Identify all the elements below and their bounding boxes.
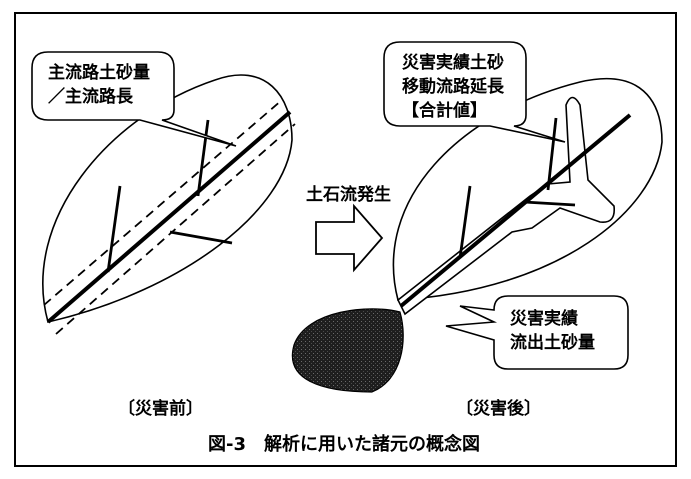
sediment-deposit-blob — [291, 308, 404, 393]
figure-caption: 図-3 解析に用いた諸元の概念図 — [208, 434, 480, 455]
watershed-before — [42, 74, 293, 323]
main-channel-before — [46, 110, 292, 324]
callout-after-top-line3: 【合計値】 — [402, 101, 487, 121]
tributaries-after — [458, 117, 576, 259]
tributaries-before — [106, 119, 233, 273]
callout-after-top-line2: 移動流路延長 — [402, 77, 504, 97]
label-before: 〔災害前〕 — [118, 399, 203, 419]
main-channel-after — [399, 113, 632, 308]
callout-before-line1: 主流路土砂量 — [48, 63, 150, 83]
callout-before-bubble — [31, 51, 237, 147]
callout-after-top-bubble — [383, 41, 566, 143]
callout-after-bottom-bubble — [445, 295, 629, 370]
deposited-channel-outline — [396, 96, 616, 316]
callout-after-bottom-line2: 流出土砂量 — [510, 333, 595, 353]
callout-after-top-line1: 災害実績土砂 — [402, 53, 504, 73]
figure-frame — [14, 12, 677, 467]
watershed-after — [392, 77, 663, 301]
channel-buffer-dashed-lines — [43, 99, 296, 335]
callout-after-bottom-line1: 災害実績 — [510, 309, 578, 329]
arrow-label: 土石流発生 — [306, 185, 391, 205]
process-arrow — [315, 203, 384, 273]
callout-before-line2: ／主流路長 — [48, 87, 133, 107]
label-after: 〔災害後〕 — [456, 399, 541, 419]
